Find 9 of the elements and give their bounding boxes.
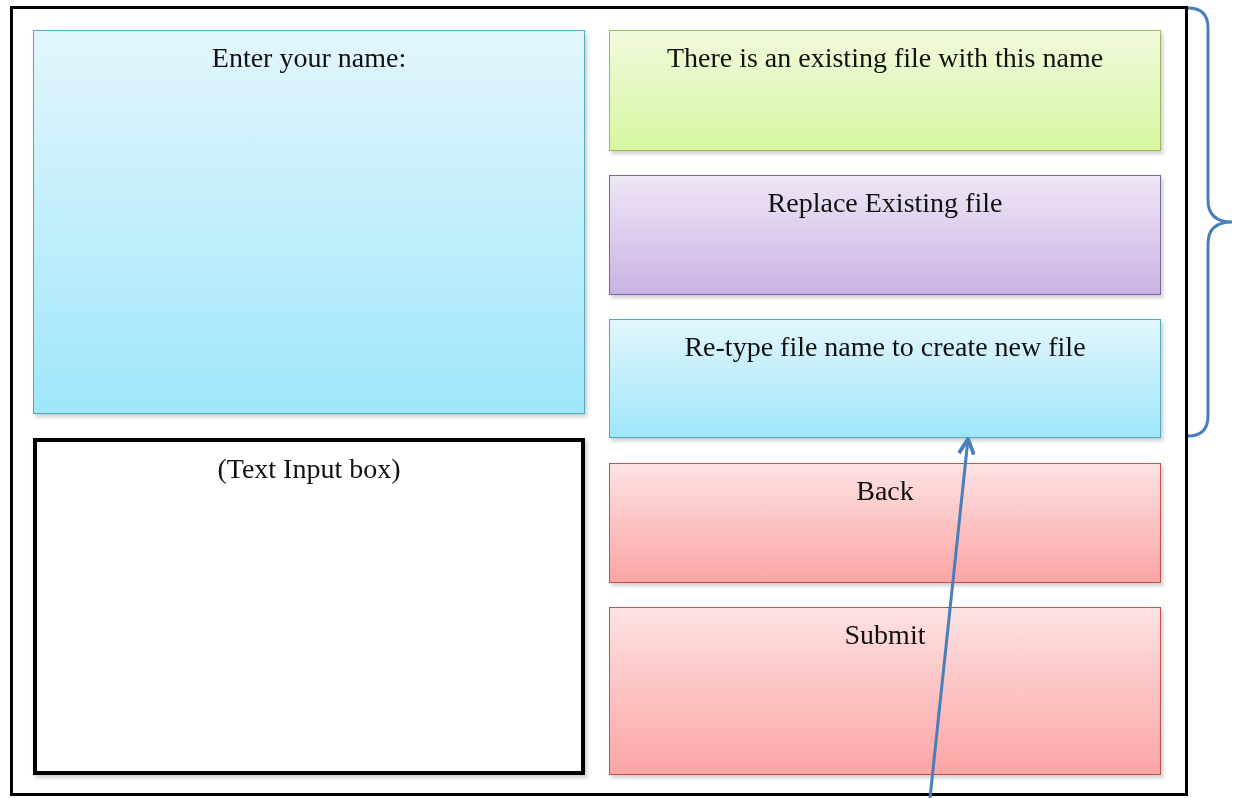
window-frame [10, 6, 1188, 796]
prompt-panel: Enter your name: [33, 30, 585, 414]
submit-button: Submit [609, 607, 1161, 775]
message-panel: There is an existing file with this name [609, 30, 1161, 151]
arrow [928, 437, 976, 798]
text-input-field: (Text Input box) [33, 438, 585, 775]
retype-button: Re-type file name to create new file [609, 319, 1161, 438]
replace-button: Replace Existing file [609, 175, 1161, 295]
back-button: Back [609, 463, 1161, 583]
